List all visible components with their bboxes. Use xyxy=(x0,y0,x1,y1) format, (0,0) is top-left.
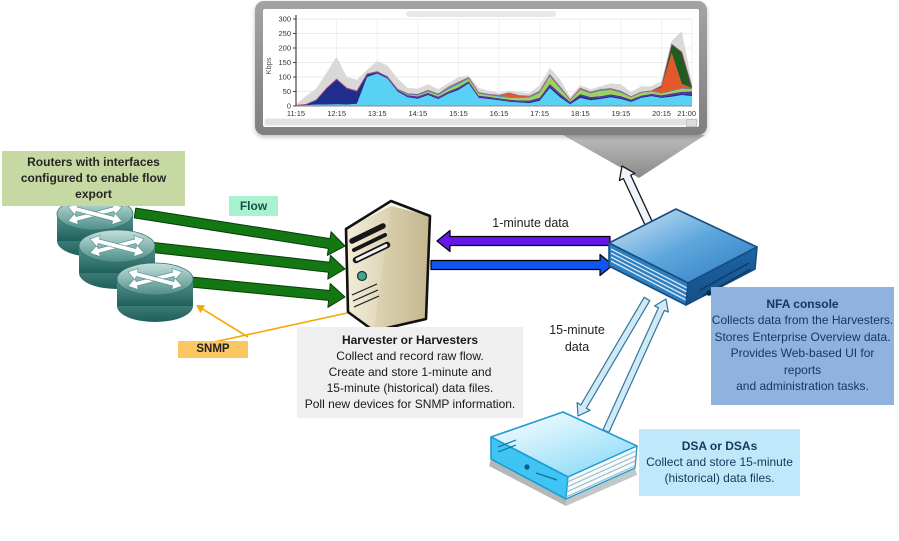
snmp-label: SNMP xyxy=(178,341,248,358)
one-minute-arrow-left xyxy=(436,229,611,253)
svg-text:20:15: 20:15 xyxy=(652,109,671,118)
router-icons xyxy=(56,197,194,322)
svg-text:19:15: 19:15 xyxy=(612,109,631,118)
flow-label: Flow xyxy=(229,196,278,216)
svg-text:15:15: 15:15 xyxy=(449,109,468,118)
router-icon xyxy=(116,262,194,322)
harvester-body: Collect and record raw flow. Create and … xyxy=(304,349,516,411)
fifteen-minute-data-arrows xyxy=(576,296,669,433)
svg-text:200: 200 xyxy=(278,44,291,53)
svg-text:250: 250 xyxy=(278,29,291,38)
svg-text:Kbps: Kbps xyxy=(264,57,273,74)
nfa-console-icon xyxy=(608,208,758,306)
snmp-polling-lines xyxy=(196,305,348,343)
harvester-description: Harvester or Harvesters Collect and reco… xyxy=(297,327,523,418)
series-purple xyxy=(296,71,692,106)
scrollbar-thumb xyxy=(265,119,686,125)
report-title-placeholder xyxy=(406,11,556,17)
fifteen-minute-data-label: 15-minute data xyxy=(549,323,605,354)
svg-text:18:15: 18:15 xyxy=(571,109,590,118)
stacked-area-chart: 0 50 100 150 200 250 300 11:15 12:15 13:15 14:15 15… xyxy=(264,15,696,119)
console-port-icon xyxy=(706,290,712,296)
dsa-body: Collect and store 15-minute (historical)… xyxy=(646,455,793,485)
series-cyan xyxy=(296,73,692,106)
svg-text:300: 300 xyxy=(278,15,291,24)
dsa-title: DSA or DSAs xyxy=(681,439,758,453)
one-minute-arrow-right xyxy=(430,253,614,277)
svg-text:50: 50 xyxy=(283,87,291,96)
flow-arrow xyxy=(138,240,346,280)
one-minute-data-arrows xyxy=(430,229,614,277)
report-to-monitor-arrow xyxy=(618,165,654,227)
flow-arrows xyxy=(133,207,346,308)
svg-text:21:00: 21:00 xyxy=(677,109,696,118)
monitor-icon: 0 50 100 150 200 250 300 11:15 12:15 13:15 14:15 15… xyxy=(255,1,707,135)
monitor-callout-funnel xyxy=(563,135,705,178)
routers-label: Routers with interfaces configured to en… xyxy=(2,151,185,206)
svg-text:100: 100 xyxy=(278,73,291,82)
svg-text:16:15: 16:15 xyxy=(490,109,509,118)
svg-text:17:15: 17:15 xyxy=(530,109,549,118)
scrollbar-corner xyxy=(686,119,697,127)
dsa-port-icon xyxy=(524,464,530,470)
fifteen-minute-arrow-up xyxy=(602,298,669,433)
nfa-console-body: Collects data from the Harvesters. Store… xyxy=(711,313,894,393)
series-navy xyxy=(296,72,692,106)
nfa-console-title: NFA console xyxy=(766,297,839,311)
report-scrollbar xyxy=(264,118,698,127)
dsa-appliance-icon xyxy=(489,411,638,506)
svg-text:0: 0 xyxy=(287,102,291,111)
svg-text:14:15: 14:15 xyxy=(408,109,427,118)
fifteen-minute-arrow-down xyxy=(576,296,651,417)
report-screen: 0 50 100 150 200 250 300 11:15 12:15 13:15 14:15 15… xyxy=(263,9,699,127)
svg-text:11:15: 11:15 xyxy=(287,109,305,118)
svg-text:12:15: 12:15 xyxy=(327,109,346,118)
power-button-icon xyxy=(356,270,368,282)
nfa-console-description: NFA console Collects data from the Harve… xyxy=(711,287,894,405)
svg-text:13:15: 13:15 xyxy=(368,109,387,118)
harvester-server-icon xyxy=(344,199,432,333)
dsa-description: DSA or DSAs Collect and store 15-minute … xyxy=(639,429,800,496)
svg-text:150: 150 xyxy=(278,58,291,67)
flow-arrow xyxy=(133,207,346,256)
one-minute-data-label: 1-minute data xyxy=(492,216,569,230)
harvester-title: Harvester or Harvesters xyxy=(341,333,479,347)
